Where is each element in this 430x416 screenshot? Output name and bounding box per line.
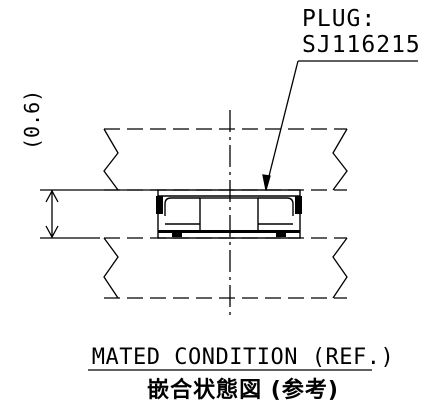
upper-board-left-break xyxy=(103,128,119,191)
upper-board-right-break xyxy=(332,128,348,191)
callout-part-number: SJ116215 xyxy=(302,32,421,58)
dimension-arrow-top xyxy=(45,189,59,203)
callout-title: PLUG: xyxy=(302,6,377,32)
lower-board-outline xyxy=(104,237,347,299)
lower-board-right-break xyxy=(332,237,348,299)
dimension-label: (0.6) xyxy=(20,89,44,150)
caption-japanese: 嵌合状態図 (参考) xyxy=(147,378,339,403)
callout-arrowhead xyxy=(262,174,271,191)
upper-board-outline xyxy=(104,128,347,191)
caption-english: MATED CONDITION (REF.) xyxy=(91,345,395,370)
lower-board-left-break xyxy=(103,237,119,299)
dimension-arrow-bottom xyxy=(45,225,59,239)
connector-contacts xyxy=(156,196,302,237)
callout-leader xyxy=(265,60,299,189)
